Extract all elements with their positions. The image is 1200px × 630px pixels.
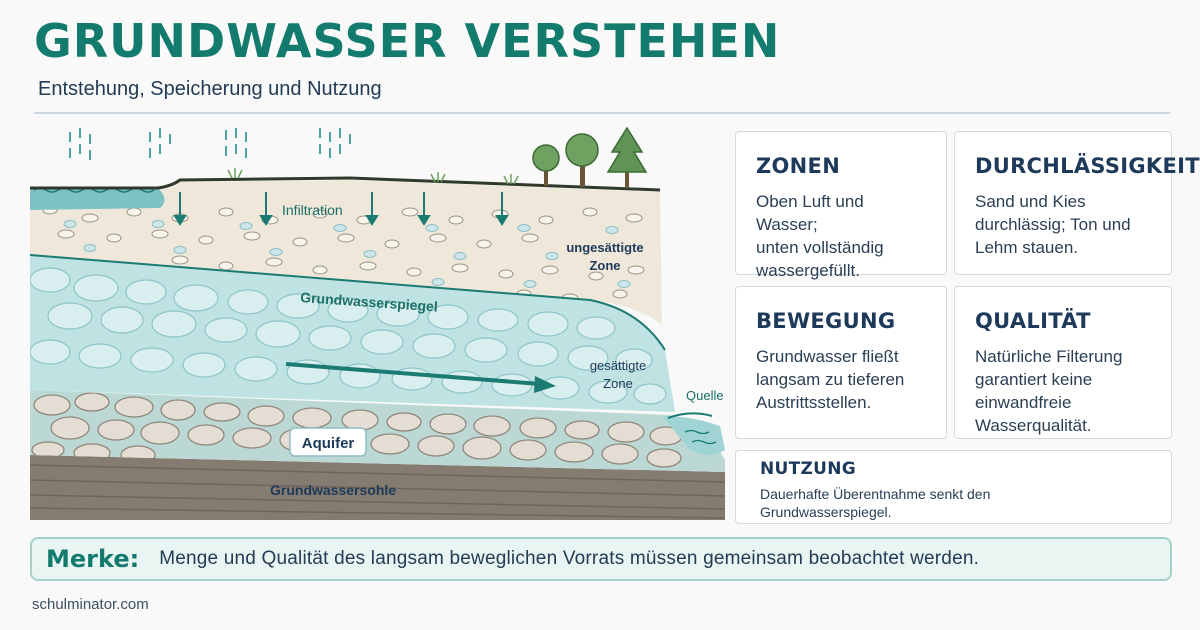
card-title: BEWEGUNG	[756, 309, 896, 333]
label-saturated-zone-2: Zone	[603, 376, 633, 391]
label-unsaturated-zone: ungesättigte	[566, 240, 643, 255]
surface-pond	[30, 188, 165, 210]
label-infiltration: Infiltration	[282, 202, 343, 218]
card-title: ZONEN	[756, 154, 841, 178]
card-movement: BEWEGUNG Grundwasser fließt langsam zu t…	[735, 286, 947, 439]
card-text: Sand und Kies durchlässig; Ton und Lehm …	[975, 192, 1131, 257]
source-credit: schulminator.com	[32, 596, 149, 613]
label-saturated-zone: gesättigte	[590, 358, 646, 373]
key-takeaway-label: Merke:	[46, 545, 140, 573]
card-text: Oben Luft und Wasser; unten vollständig …	[756, 192, 884, 280]
label-spring: Quelle	[686, 388, 724, 403]
card-title: DURCHLÄSSIGKEIT	[975, 154, 1200, 178]
ground-surface	[30, 176, 661, 192]
card-text: Natürliche Filterung garantiert keine ei…	[975, 347, 1123, 435]
card-usage: NUTZUNG Dauerhafte Überentnahme senkt de…	[735, 450, 1172, 524]
page-subtitle: Entstehung, Speicherung und Nutzung	[38, 78, 382, 100]
key-takeaway-text: Menge und Qualität des langsam beweglich…	[159, 548, 980, 569]
tree-icon	[532, 144, 560, 186]
tree-icon	[565, 133, 599, 187]
spring-outlet	[662, 412, 725, 455]
grass-tufts	[227, 168, 519, 185]
card-text: Grundwasser fließt langsam zu tieferen A…	[756, 347, 905, 412]
groundwater-diagram: Infiltration ungesättigte Zone Grundwass…	[30, 126, 726, 520]
card-permeability: DURCHLÄSSIGKEIT Sand und Kies durchlässi…	[954, 131, 1200, 275]
label-aquifer: Aquifer	[302, 435, 355, 452]
card-title: NUTZUNG	[760, 459, 857, 479]
card-quality: QUALITÄT Natürliche Filterung garantiert…	[954, 286, 1172, 439]
rain-icon	[69, 128, 351, 160]
arrow-down-icon	[173, 192, 509, 226]
label-aquitard: Grundwassersohle	[270, 482, 396, 498]
card-zones: ZONEN Oben Luft und Wasser; unten vollst…	[735, 131, 947, 280]
water-table-line	[30, 254, 666, 351]
saturated-pores	[30, 267, 667, 405]
tree-icon	[606, 126, 648, 188]
page-title: GRUNDWASSER VERSTEHEN	[34, 14, 781, 68]
label-unsaturated-zone-2: Zone	[589, 258, 620, 273]
flow-arrow-icon	[285, 362, 556, 393]
header-divider	[34, 112, 1170, 114]
card-text: Dauerhafte Überentnahme senkt den Grundw…	[760, 486, 991, 520]
card-title: QUALITÄT	[975, 309, 1091, 333]
aquifer-label-box	[289, 427, 367, 457]
key-takeaway-box: Merke: Menge und Qualität des langsam be…	[30, 537, 1172, 581]
